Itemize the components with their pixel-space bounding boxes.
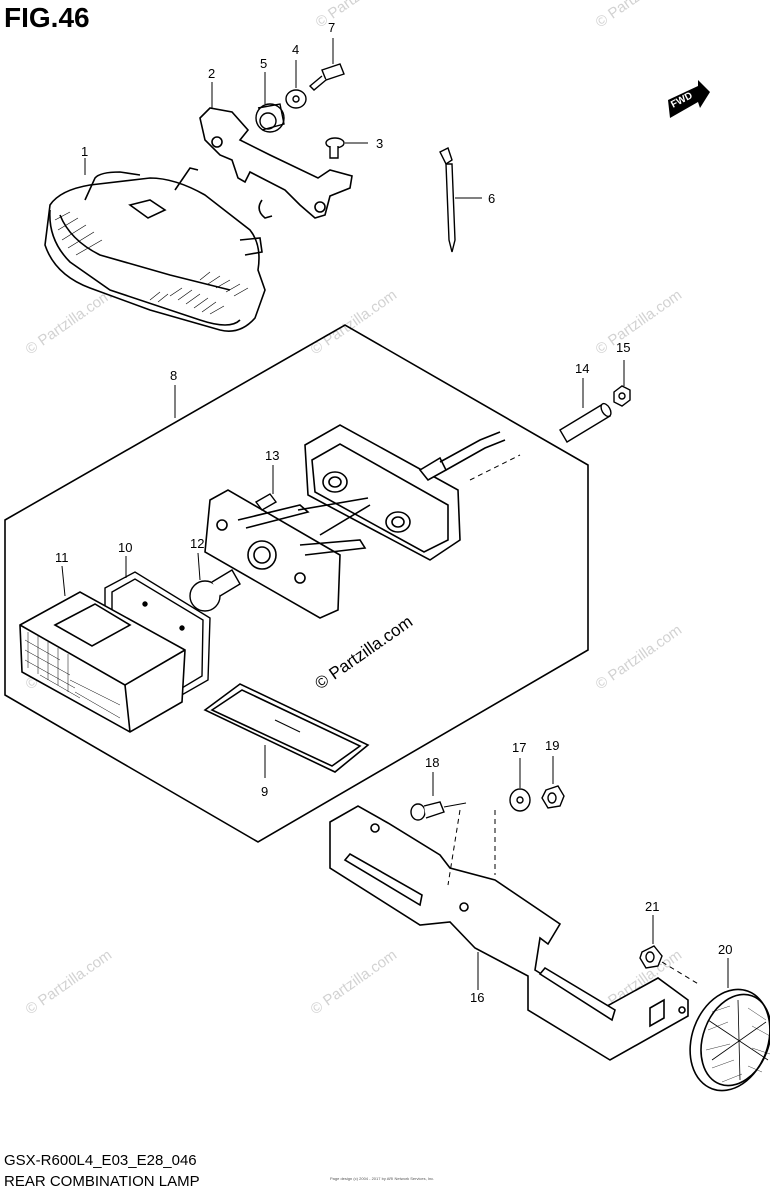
collar-part-14 (559, 378, 612, 443)
callout-6: 6 (488, 191, 495, 206)
callout-4: 4 (292, 42, 299, 57)
copyright-fine-print: Page design (c) 2004 - 2017 by ARI Netwo… (330, 1176, 435, 1181)
watermark-text-center: © Partzilla.com (311, 612, 416, 693)
watermark-text: © Partzilla.com (313, 0, 406, 31)
fwd-arrow-icon: FWD (668, 80, 710, 118)
callout-2: 2 (208, 66, 215, 81)
license-lamp-assembly-box (4, 324, 589, 843)
callout-10: 10 (118, 540, 132, 555)
callout-13: 13 (265, 448, 279, 463)
callout-15: 15 (616, 340, 630, 355)
nut-part-19 (541, 756, 565, 809)
callout-16: 16 (470, 990, 484, 1005)
callout-21: 21 (645, 899, 659, 914)
callout-5: 5 (260, 56, 267, 71)
callout-9: 9 (261, 784, 268, 799)
watermark-text: © Partzilla.com (593, 0, 686, 31)
callout-18: 18 (425, 755, 439, 770)
bulb-part-12 (189, 552, 241, 612)
lens-cover-part-11 (19, 565, 186, 733)
license-lamp-housing (304, 424, 521, 561)
watermark-text: © Partzilla.com (23, 286, 116, 358)
callout-1: 1 (81, 144, 88, 159)
nut-part-15 (613, 360, 631, 407)
watermark-text: © Partzilla.com (308, 286, 401, 358)
callout-labels: 1 2 3 4 5 6 7 8 9 10 11 12 13 14 15 16 1… (55, 20, 732, 1005)
tail-lamp-part (44, 158, 266, 332)
nut-part-21 (639, 915, 701, 986)
section-name: REAR COMBINATION LAMP (4, 1173, 200, 1190)
callout-8: 8 (170, 368, 177, 383)
watermark-text: © Partzilla.com (308, 946, 401, 1018)
watermark-text: © Partzilla.com (23, 946, 116, 1018)
bolt-part-7 (308, 38, 345, 91)
cable-tie-part-6 (439, 147, 482, 253)
grommet-part-5 (255, 72, 285, 133)
watermark-text: © Partzilla.com (593, 286, 686, 358)
washer-part-17 (509, 758, 531, 812)
lamp-bracket-part (199, 82, 353, 219)
socket-plate (204, 489, 371, 619)
model-code: GSX-R600L4_E03_E28_046 (4, 1152, 197, 1169)
screw-part-3 (325, 137, 368, 159)
callout-19: 19 (545, 738, 559, 753)
washer-part-4 (285, 60, 307, 109)
bolt-part-18 (410, 772, 467, 821)
callout-17: 17 (512, 740, 526, 755)
callout-14: 14 (575, 361, 589, 376)
callout-11: 11 (55, 550, 69, 565)
watermark-text: © Partzilla.com (593, 621, 686, 693)
reflector-part-20 (689, 958, 770, 1092)
callout-7: 7 (328, 20, 335, 35)
reflector-bracket-part-16 (329, 805, 689, 1061)
lens-part-9 (203, 683, 370, 778)
callout-3: 3 (376, 136, 383, 151)
callout-20: 20 (718, 942, 732, 957)
figure-title: FIG.46 (4, 2, 90, 33)
callout-12: 12 (190, 536, 204, 551)
screw-part-13 (254, 465, 278, 511)
